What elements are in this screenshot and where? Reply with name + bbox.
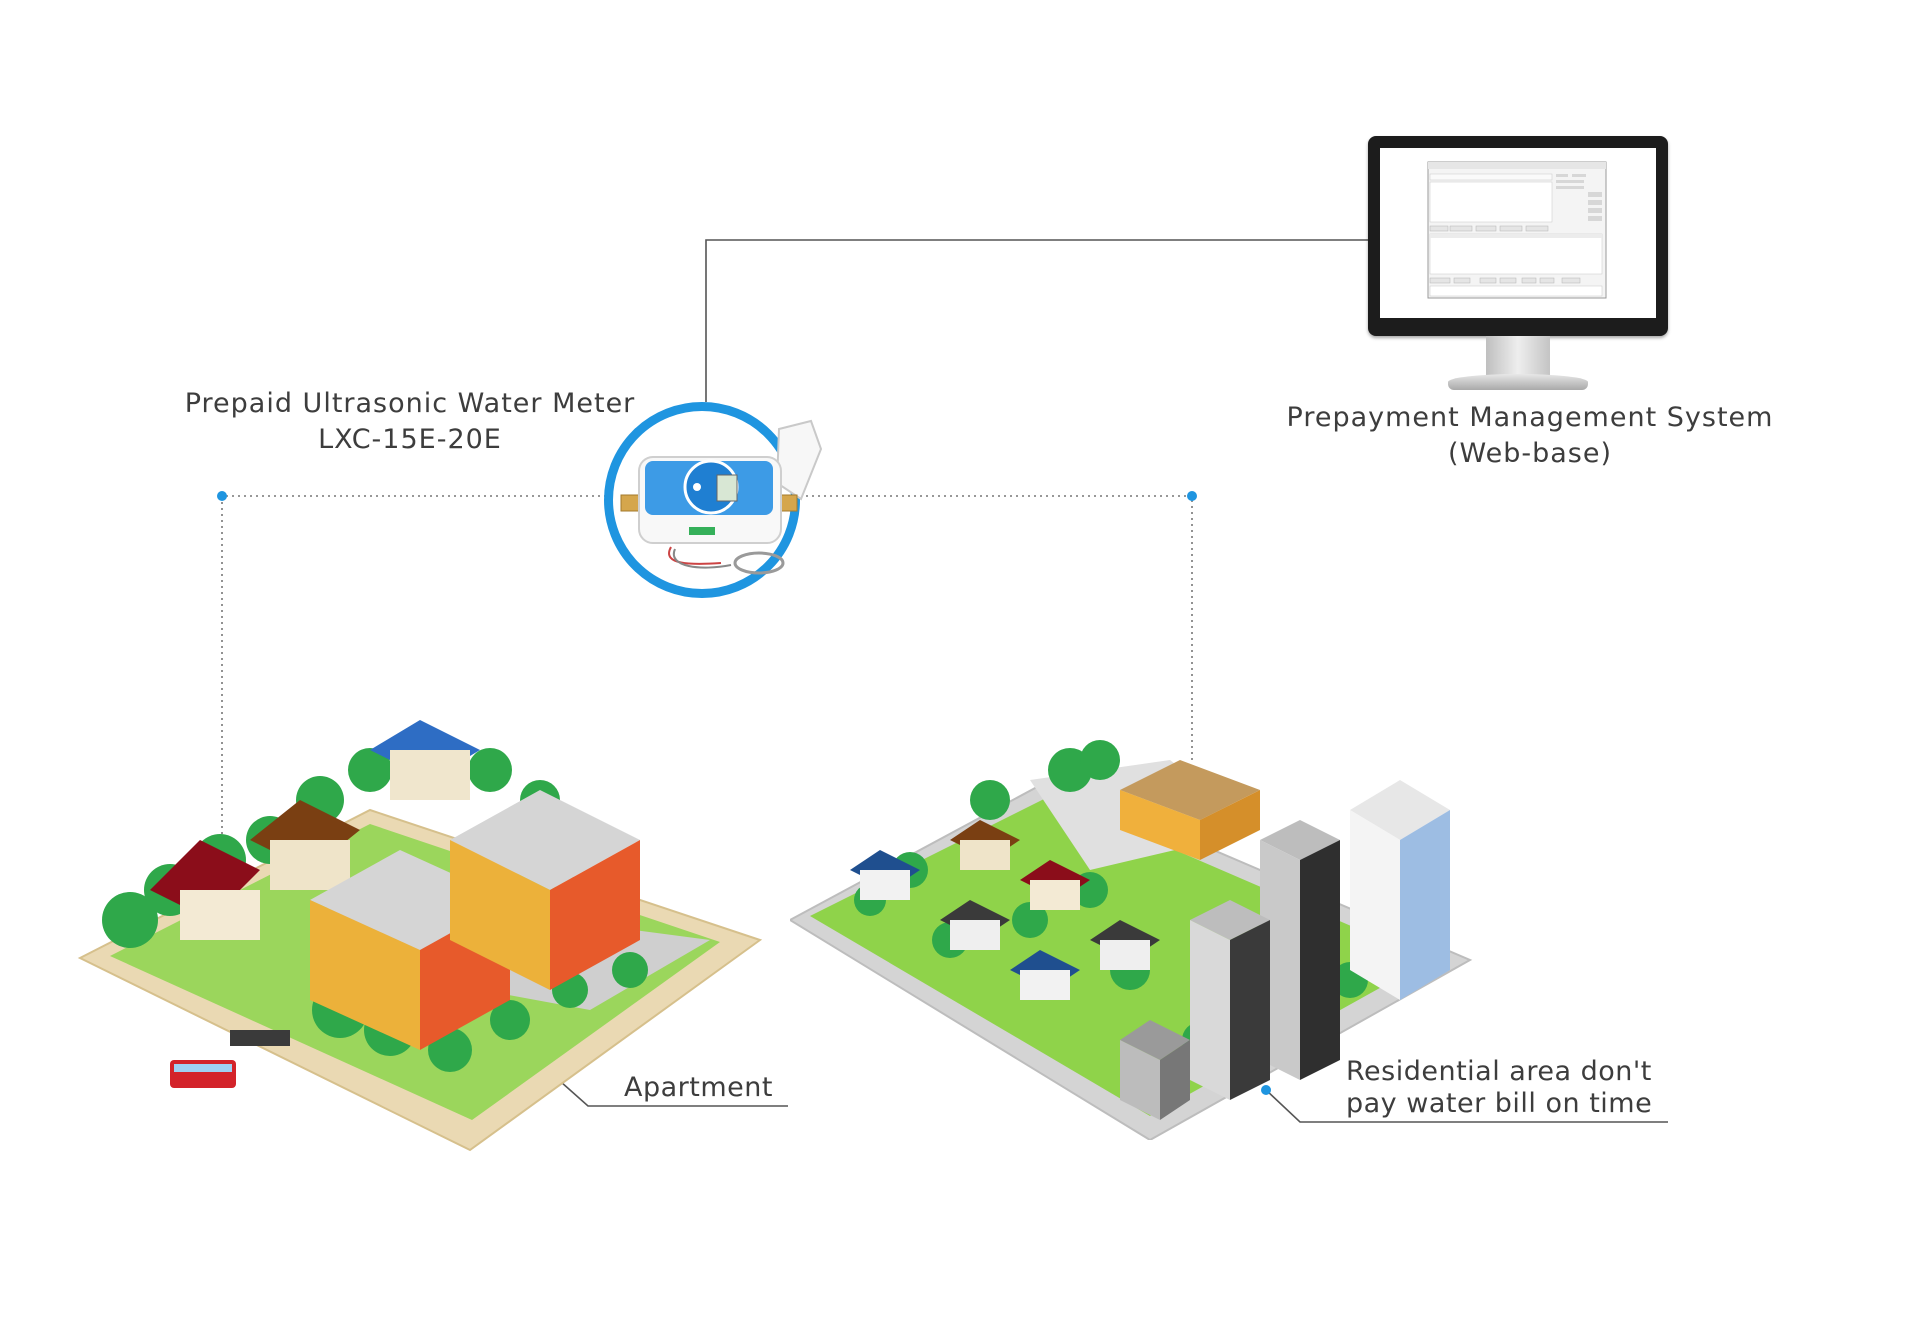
monitor-bezel bbox=[1368, 136, 1668, 336]
meter-model-number: LXC-15E-20E bbox=[318, 424, 502, 455]
residential-connector-dot bbox=[1187, 491, 1197, 501]
monitor-illustration bbox=[1368, 136, 1668, 394]
bus-shelter bbox=[230, 1030, 290, 1046]
residential-label-line2: pay water bill on time bbox=[1346, 1088, 1653, 1119]
software-window-graphic bbox=[1427, 161, 1607, 299]
residential-callout-line bbox=[1265, 1089, 1668, 1123]
meter-title: Prepaid Ultrasonic Water Meter LXC-15E-2… bbox=[160, 386, 660, 458]
apartment-scene bbox=[70, 690, 770, 1160]
residential-callout-dot bbox=[1261, 1085, 1271, 1095]
meter-title-line1: Prepaid Ultrasonic Water Meter bbox=[184, 388, 636, 419]
residential-houses bbox=[850, 820, 1160, 1000]
apartment-scene-graphic bbox=[77, 720, 763, 1152]
system-title: Prepayment Management System (Web-base) bbox=[1280, 400, 1780, 472]
residential-towers bbox=[1120, 780, 1450, 1120]
bus bbox=[170, 1060, 236, 1088]
residential-scene-graphic bbox=[787, 740, 1473, 1142]
apartment-buildings bbox=[310, 790, 640, 1050]
water-meter-graphic bbox=[620, 419, 823, 575]
residential-label: Residential area don't pay water bill on… bbox=[1346, 1056, 1652, 1120]
system-title-line1: Prepayment Management System bbox=[1286, 402, 1774, 433]
system-title-line2: (Web-base) bbox=[1447, 438, 1613, 469]
apartment-connector-dot bbox=[217, 491, 227, 501]
apartment-callout-line bbox=[551, 1073, 788, 1107]
convenience-store bbox=[1120, 760, 1260, 860]
monitor-stand-neck bbox=[1486, 336, 1550, 376]
residential-scene bbox=[787, 720, 1480, 1142]
meter-to-system-line bbox=[705, 239, 1380, 402]
apartment-label: Apartment bbox=[624, 1072, 773, 1103]
residential-label-line1: Residential area don't bbox=[1346, 1056, 1652, 1087]
software-screenshot bbox=[1380, 148, 1656, 318]
monitor-stand-base bbox=[1448, 374, 1588, 390]
apartment-houses bbox=[150, 720, 480, 940]
water-meter-illustration bbox=[604, 402, 823, 598]
